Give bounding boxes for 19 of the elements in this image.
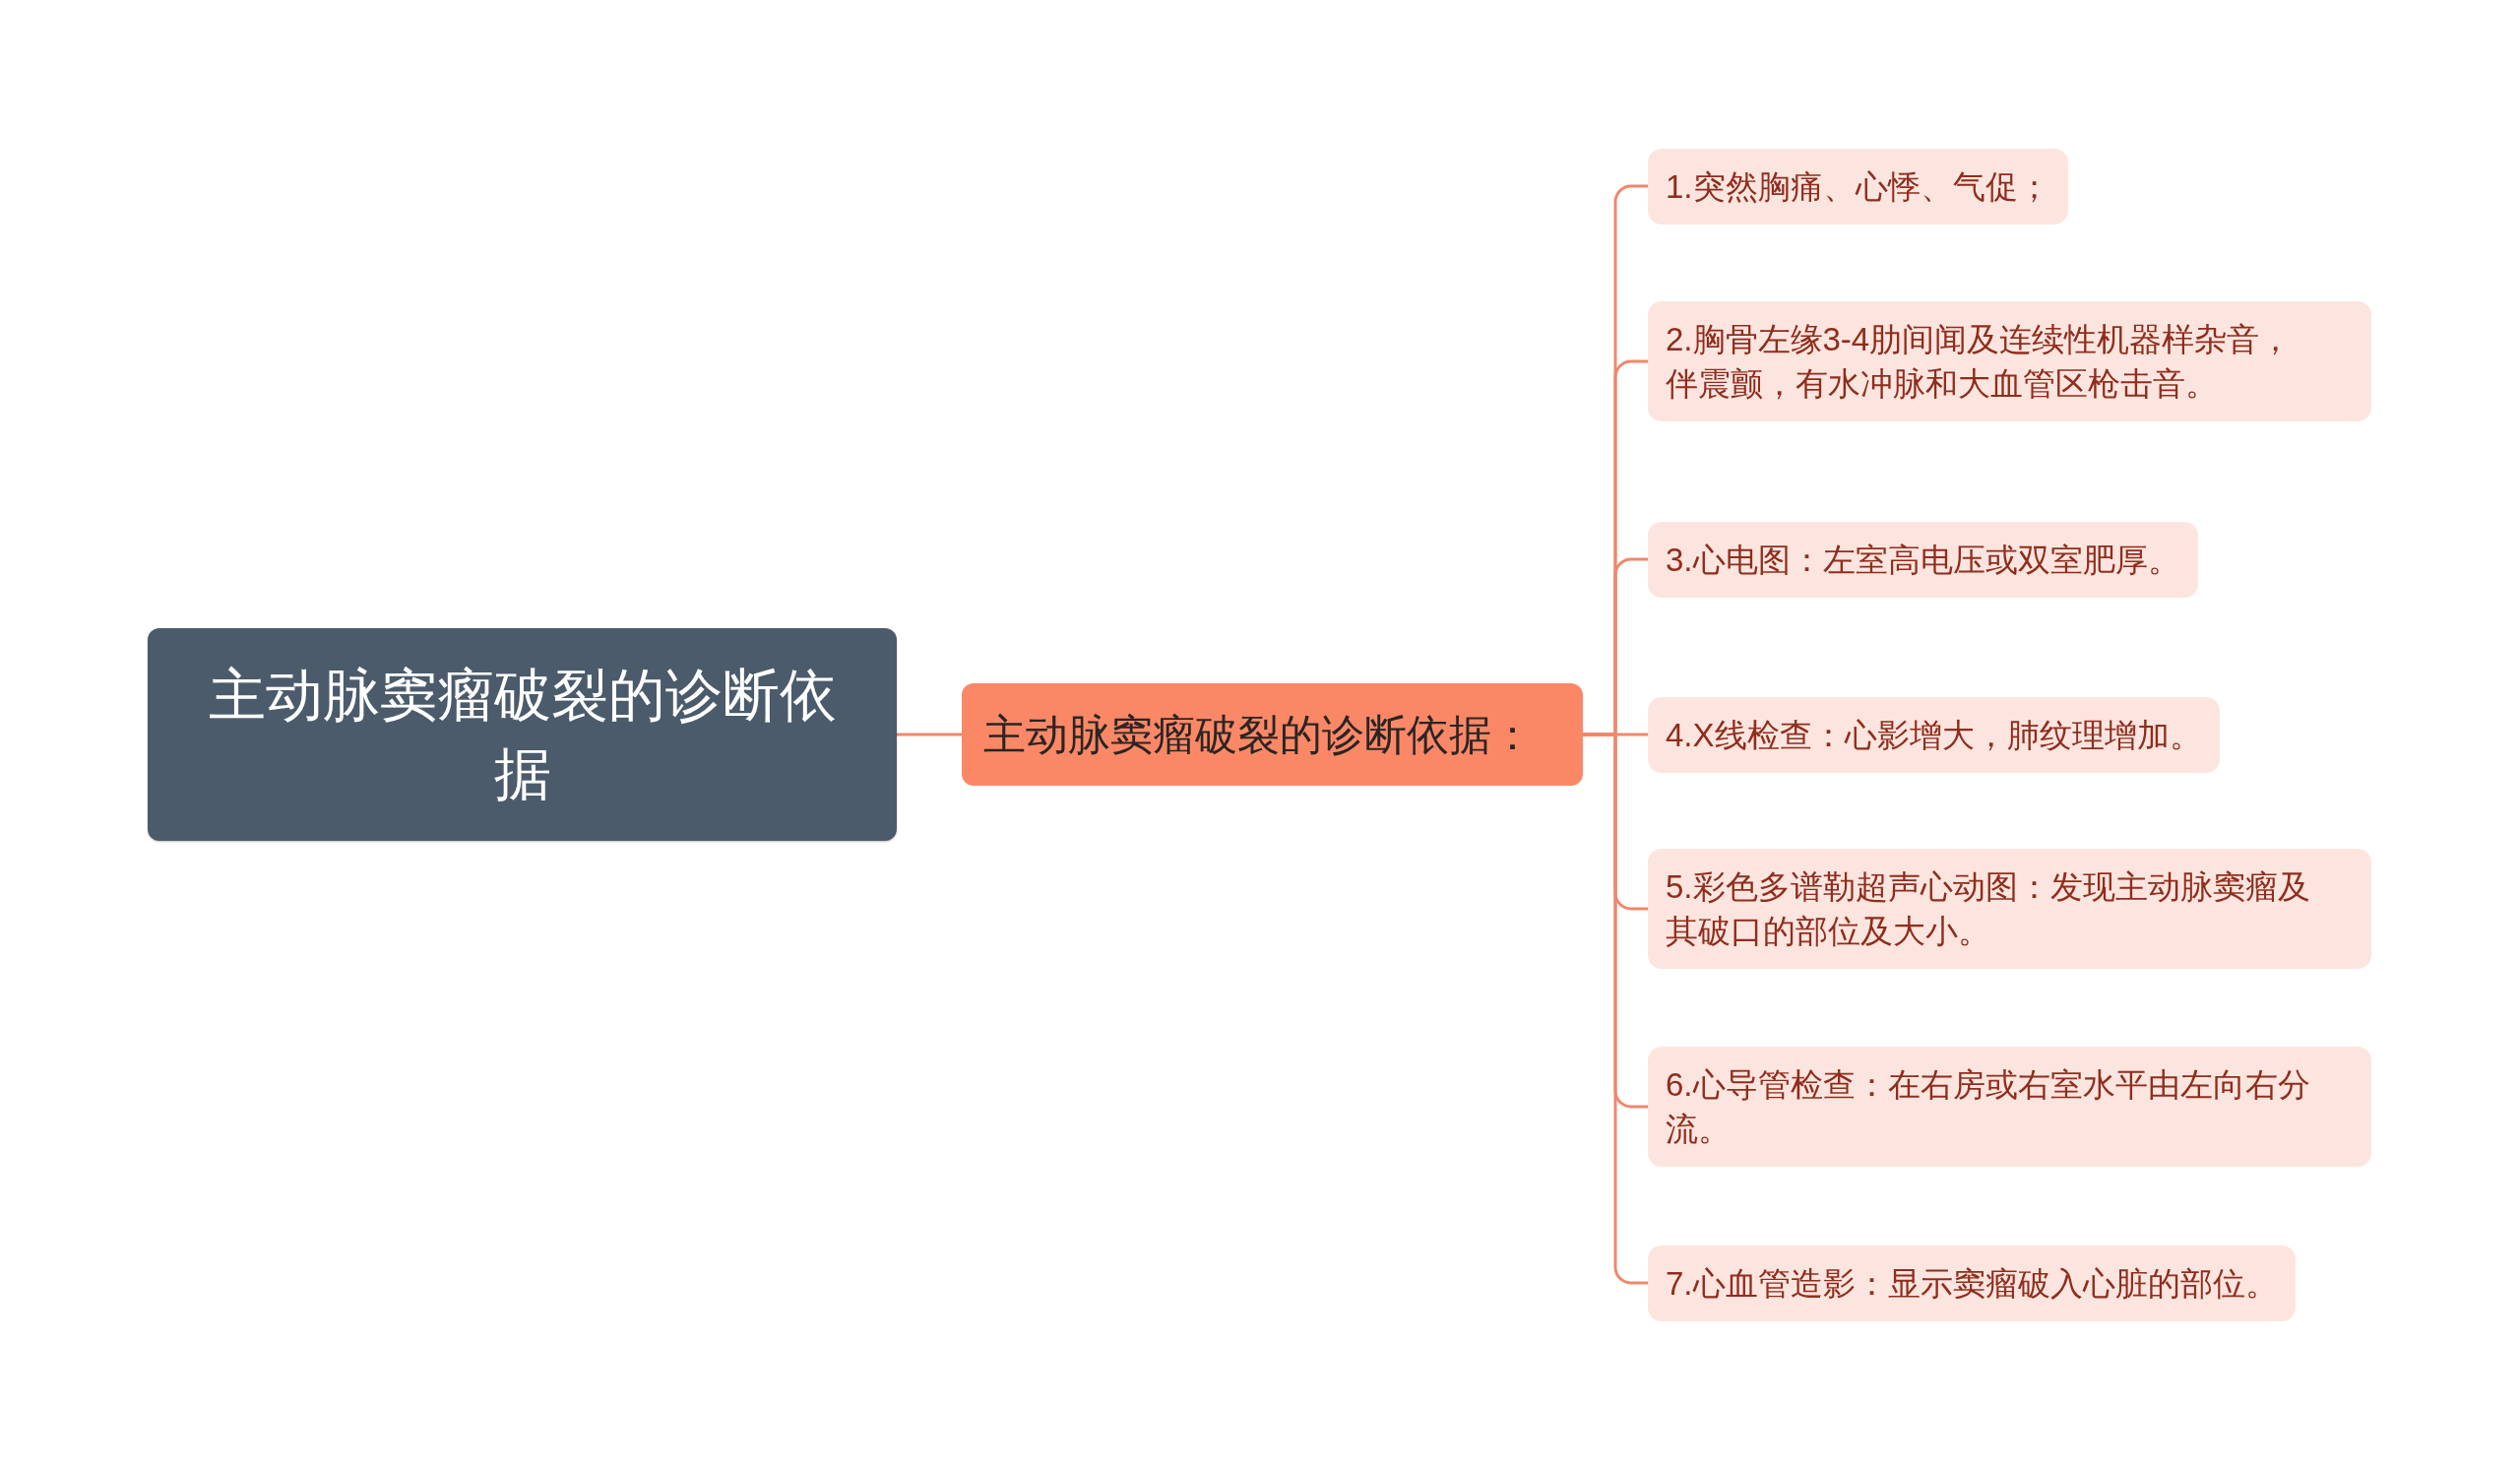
item-text: 1.突然胸痛、心悸、气促； — [1666, 166, 2050, 207]
item-box — [1648, 696, 2220, 773]
item-text: 3.心电图：左室高电压或双室肥厚。 — [1666, 540, 2180, 580]
item-text: 6.心导管检查：在右房或右室水平由左向右分流。 — [1666, 1065, 2311, 1149]
item-text: 4.X线检查：心影增大，肺纹理增加。 — [1666, 715, 2202, 755]
item-box — [1648, 148, 2068, 224]
item-box — [1648, 849, 2371, 969]
item-text: 2.胸骨左缘3-4肋间闻及连续性机器样杂音，伴震颤，有水冲脉和大血管区枪击音。 — [1666, 320, 2294, 404]
item-box — [1648, 521, 2198, 598]
item-text: 5.彩色多谱勒超声心动图：发现主动脉窦瘤及其破口的部位及大小。 — [1666, 867, 2311, 951]
item-box — [1648, 1245, 2296, 1321]
connector-line — [897, 733, 962, 736]
item-box — [1648, 1047, 2371, 1167]
subtopic-text: 主动脉窦瘤破裂的诊断依据： — [983, 710, 1534, 759]
central-topic-text: 主动脉窦瘤破裂的诊断依据 — [207, 662, 838, 807]
item-box — [1648, 301, 2371, 421]
subtopic-box — [962, 683, 1583, 786]
central-topic-box — [148, 628, 897, 841]
item-text: 7.心血管造影：显示窦瘤破入心脏的部位。 — [1666, 1263, 2278, 1304]
